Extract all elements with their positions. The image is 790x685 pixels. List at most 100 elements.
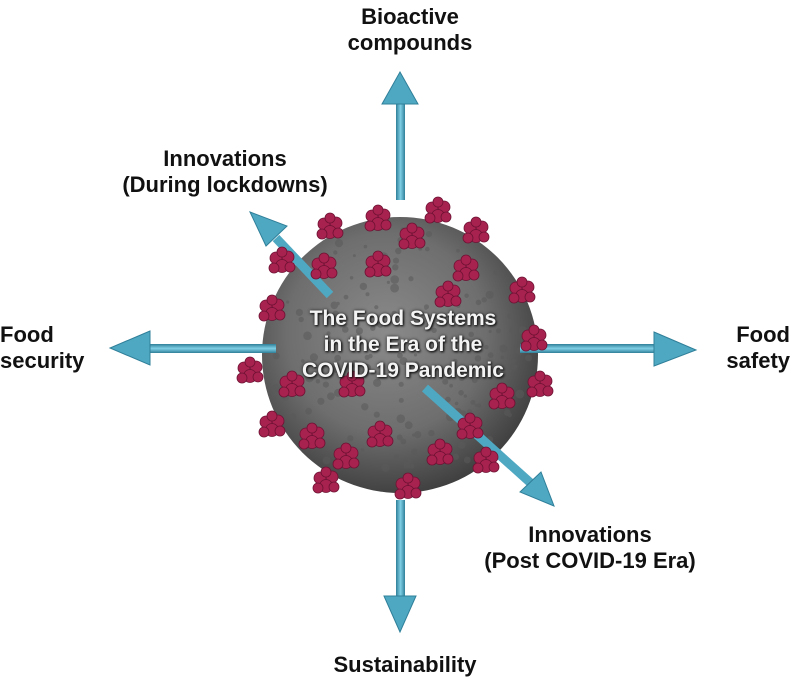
texture-dot [352, 254, 356, 258]
texture-dot [471, 377, 478, 384]
texture-dot [406, 362, 414, 370]
texture-dot [458, 375, 465, 381]
texture-dot [386, 280, 390, 284]
texture-dot [303, 331, 312, 341]
label-innovations-post-covid: Innovations (Post COVID-19 Era) [455, 522, 725, 574]
texture-dot [500, 355, 505, 360]
texture-dot [374, 305, 379, 310]
texture-dot [442, 378, 449, 385]
texture-dot [493, 269, 499, 275]
texture-dot [298, 316, 304, 323]
texture-dot [408, 459, 412, 464]
texture-dot [464, 293, 469, 298]
center-title-line: in the Era of the [323, 333, 483, 356]
texture-dot [392, 257, 400, 264]
texture-dot [361, 403, 369, 411]
texture-dot [326, 340, 330, 344]
texture-dot [362, 363, 372, 373]
texture-dot [425, 231, 432, 238]
texture-dot [485, 290, 494, 299]
texture-dot [290, 413, 297, 420]
texture-dot [425, 246, 430, 252]
texture-dot [334, 354, 342, 362]
texture-dot [481, 297, 487, 303]
label-line: Innovations [163, 146, 287, 171]
label-line: security [0, 348, 85, 373]
texture-dot [301, 359, 305, 363]
texture-dot [406, 423, 413, 429]
texture-dot [503, 346, 508, 351]
texture-dot [411, 448, 418, 456]
label-line: Bioactive [361, 4, 459, 29]
texture-dot [322, 456, 331, 465]
texture-dot [315, 379, 321, 384]
texture-dot [349, 276, 354, 280]
texture-dot [330, 301, 339, 310]
texture-dot [476, 403, 482, 408]
texture-dot [398, 381, 404, 387]
texture-dot [370, 313, 375, 318]
texture-dot [326, 331, 331, 336]
texture-dot [431, 327, 437, 333]
label-food-security: Food security [0, 322, 104, 374]
texture-dot [332, 365, 341, 374]
texture-dot [317, 397, 325, 405]
texture-dot [487, 352, 494, 358]
center-title-line: The Food Systems [309, 307, 497, 330]
texture-dot [381, 463, 390, 472]
texture-dot [409, 463, 415, 469]
texture-dot [347, 435, 354, 442]
texture-dot [397, 352, 403, 359]
texture-dot [272, 352, 280, 360]
texture-dot [377, 321, 384, 328]
texture-dot [463, 456, 471, 464]
texture-dot [398, 318, 405, 325]
texture-dot [470, 399, 476, 405]
texture-dot [373, 378, 382, 387]
texture-dot [403, 461, 411, 469]
texture-dot [387, 372, 392, 376]
texture-dot [488, 329, 492, 334]
texture-dot [363, 244, 368, 249]
texture-dot [468, 331, 475, 338]
texture-dot [390, 283, 399, 293]
texture-dot [412, 433, 416, 437]
texture-dot [373, 411, 380, 418]
texture-dot [392, 264, 399, 271]
texture-dot [313, 319, 318, 324]
texture-dot [305, 407, 312, 415]
label-line: Innovations [528, 522, 652, 547]
texture-dot [295, 308, 303, 316]
texture-dot [452, 453, 459, 460]
label-sustainability: Sustainability [300, 652, 510, 678]
texture-dot [342, 326, 349, 333]
texture-dot [427, 369, 432, 374]
label-line: Sustainability [333, 652, 477, 677]
texture-dot [322, 381, 329, 388]
label-line: Food [0, 322, 54, 347]
texture-dot [360, 448, 365, 452]
texture-dot [364, 354, 370, 360]
texture-dot [408, 276, 414, 282]
texture-dot [305, 374, 314, 383]
texture-dot [496, 328, 501, 334]
texture-dot [451, 312, 455, 316]
label-line: safety [726, 348, 790, 373]
texture-dot [413, 361, 420, 368]
center-title: The Food Systems in the Era of the COVID… [268, 306, 538, 384]
texture-dot [507, 412, 512, 418]
texture-dot [400, 438, 407, 445]
texture-dot [351, 360, 359, 368]
texture-dot [413, 353, 418, 357]
texture-dot [347, 364, 353, 370]
texture-dot [336, 301, 340, 306]
texture-dot [286, 300, 290, 304]
texture-dot [399, 357, 408, 366]
texture-dot [456, 248, 460, 253]
texture-dot [370, 325, 376, 331]
texture-dot [484, 345, 489, 350]
texture-dot [475, 299, 482, 306]
texture-dot [395, 247, 402, 255]
arrow-up [381, 70, 419, 200]
